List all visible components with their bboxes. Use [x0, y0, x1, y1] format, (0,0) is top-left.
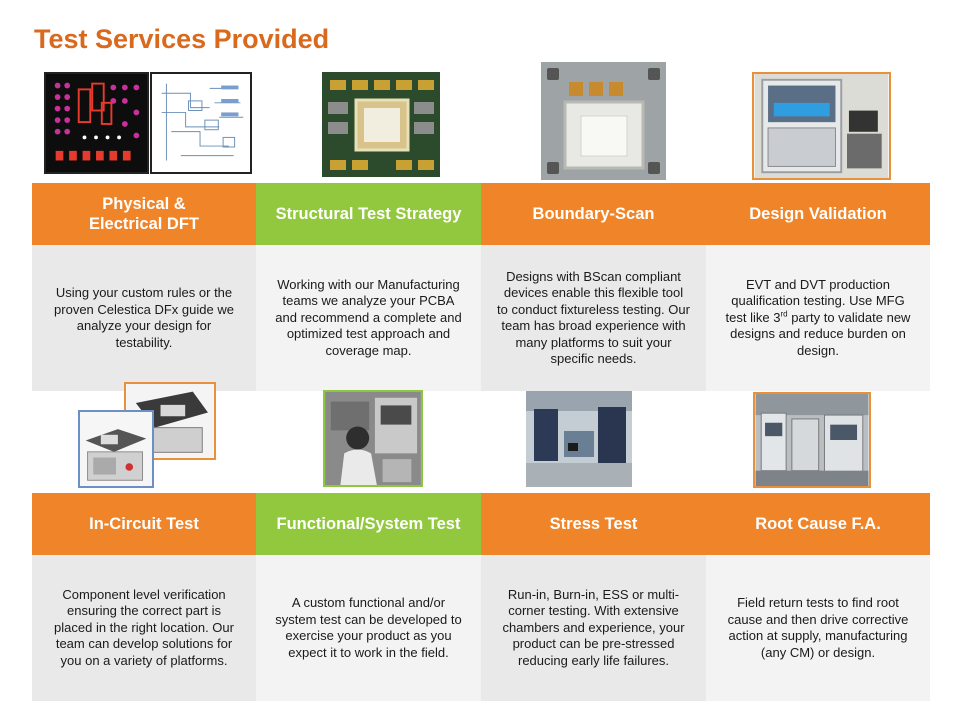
header-design-validation: Design Validation [706, 183, 930, 245]
cell-physical-electrical-dft: Using your custom rules or the proven Ce… [32, 245, 256, 391]
header-structural-test-strategy: Structural Test Strategy [256, 183, 481, 245]
test-equipment-photo [752, 72, 891, 180]
cell-in-circuit-test: Component level verification ensuring th… [32, 555, 256, 701]
lab-floor-photo [753, 392, 871, 488]
cell-design-validation: EVT and DVT production qualification tes… [706, 245, 930, 391]
cell-boundary-scan: Designs with BScan compliant devices ena… [481, 245, 706, 391]
header-boundary-scan: Boundary-Scan [481, 183, 706, 245]
bga-chip-photo [541, 62, 666, 180]
header-stress-test: Stress Test [481, 493, 706, 555]
pcb-layout-photo [44, 72, 149, 174]
circuit-board-photo [322, 72, 440, 177]
design-validation-text: EVT and DVT production qualification tes… [725, 276, 911, 358]
cell-functional-system-test: A custom functional and/or system test c… [256, 555, 481, 701]
ict-fixture-photo [78, 410, 154, 488]
header-functional-system-test: Functional/System Test [256, 493, 481, 555]
cell-root-cause-fa: Field return tests to find root cause an… [706, 555, 930, 701]
cell-stress-test: Run-in, Burn-in, ESS or multi-corner tes… [481, 555, 706, 701]
header-root-cause-fa: Root Cause F.A. [706, 493, 930, 555]
header-physical-electrical-dft: Physical & Electrical DFT [32, 183, 256, 245]
cell-structural-test-strategy: Working with our Manufacturing teams we … [256, 245, 481, 391]
header-in-circuit-test: In-Circuit Test [32, 493, 256, 555]
schematic-photo [150, 72, 252, 174]
technician-photo [323, 390, 423, 487]
stress-chamber-photo [526, 391, 632, 487]
page-title: Test Services Provided [34, 24, 330, 54]
